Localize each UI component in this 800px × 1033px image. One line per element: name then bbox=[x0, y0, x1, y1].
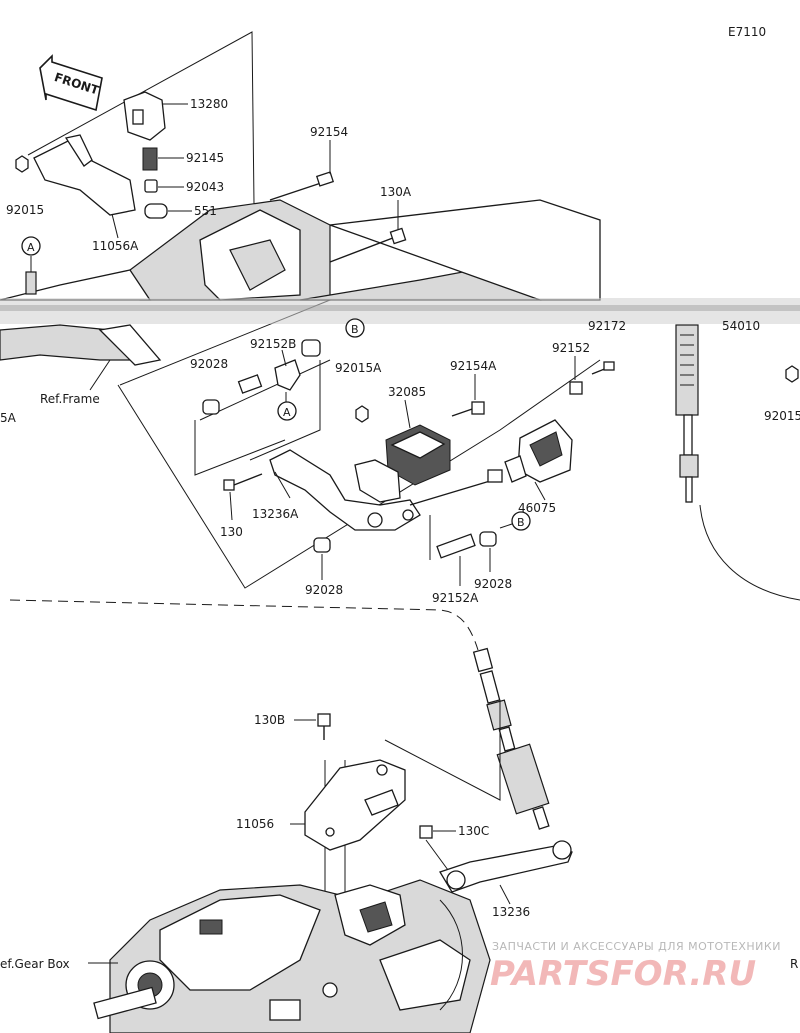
svg-text:A: A bbox=[27, 241, 35, 254]
lever-13236 bbox=[439, 840, 573, 905]
ref-frame-label: Ref.Frame bbox=[40, 392, 100, 406]
lever-13236A bbox=[269, 449, 503, 531]
label-130: 130 bbox=[220, 525, 243, 539]
box-lines-middle bbox=[194, 359, 331, 476]
svg-text:B: B bbox=[351, 323, 359, 336]
collar-92028-b bbox=[313, 537, 331, 580]
label-46075: 46075 bbox=[518, 501, 556, 515]
label-92028-a: 92028 bbox=[190, 357, 228, 371]
cover-11056A bbox=[33, 134, 136, 239]
svg-text:A: A bbox=[283, 406, 291, 419]
nut-92015-top bbox=[15, 155, 29, 173]
ref-gear-box-label: ef.Gear Box bbox=[0, 957, 70, 971]
bolt-130B bbox=[294, 713, 331, 740]
front-arrow-icon: FRONT bbox=[39, 54, 103, 112]
label-54010: 54010 bbox=[722, 319, 760, 333]
cable-lower bbox=[472, 647, 550, 830]
label-92154A: 92154A bbox=[450, 359, 497, 373]
watermark-brand: PARTSFOR.RU bbox=[490, 954, 756, 994]
ref-frame-leader bbox=[89, 359, 111, 391]
spring-92145 bbox=[142, 147, 184, 171]
nut-92015A bbox=[355, 405, 369, 423]
label-11056: 11056 bbox=[236, 817, 274, 831]
callout-A-left: A bbox=[21, 236, 41, 295]
nut-92015-right bbox=[785, 365, 799, 383]
screw-92172 bbox=[591, 361, 615, 375]
pin-92152A bbox=[429, 515, 476, 586]
part-551 bbox=[144, 203, 192, 219]
label-11056A: 11056A bbox=[92, 239, 139, 253]
callout-B-top: B bbox=[345, 318, 365, 338]
label-92015-right: 92015 bbox=[764, 409, 800, 423]
bolt-130C bbox=[419, 825, 456, 871]
collar-92028-a bbox=[202, 399, 220, 415]
bolt-130A bbox=[329, 200, 407, 263]
frame-body bbox=[0, 199, 601, 366]
label-13236A: 13236A bbox=[252, 507, 299, 521]
label-551: 551 bbox=[194, 204, 217, 218]
scan-band-line bbox=[0, 305, 800, 311]
part-13280 bbox=[123, 91, 188, 141]
label-left-cut: 5A bbox=[0, 411, 17, 425]
callout-B-right: B bbox=[499, 511, 531, 531]
label-32085: 32085 bbox=[388, 385, 426, 399]
callout-A-mid: A bbox=[277, 401, 297, 421]
diagram-code: E7110 bbox=[728, 25, 766, 39]
bolt-92154A bbox=[451, 374, 485, 417]
knob-46075 bbox=[504, 419, 573, 501]
label-92172: 92172 bbox=[588, 319, 626, 333]
label-13280: 13280 bbox=[190, 97, 228, 111]
label-92028-b: 92028 bbox=[305, 583, 343, 597]
label-92152B: 92152B bbox=[250, 337, 296, 351]
label-92154: 92154 bbox=[310, 125, 348, 139]
svg-text:B: B bbox=[517, 516, 525, 529]
label-92152A: 92152A bbox=[432, 591, 479, 605]
cable-54010 bbox=[675, 324, 800, 601]
bolt-92154 bbox=[269, 140, 335, 201]
part-92043 bbox=[144, 179, 184, 193]
damper-32085 bbox=[385, 399, 451, 486]
fitting-92152B bbox=[237, 349, 301, 402]
label-92152: 92152 bbox=[552, 341, 590, 355]
label-92145: 92145 bbox=[186, 151, 224, 165]
label-92043: 92043 bbox=[186, 180, 224, 194]
label-92015-top: 92015 bbox=[6, 203, 44, 217]
spacer-92152 bbox=[569, 356, 583, 395]
label-92028-c: 92028 bbox=[474, 577, 512, 591]
collar-92028-c bbox=[479, 531, 497, 572]
watermark-tagline: ЗАПЧАСТИ И АКСЕССУАРЫ ДЛЯ МОТОТЕХНИКИ bbox=[492, 940, 781, 953]
bracket-11056 bbox=[290, 759, 406, 851]
scan-band bbox=[0, 298, 800, 324]
label-130C: 130C bbox=[458, 824, 489, 838]
leader-13236A bbox=[274, 471, 291, 499]
section-divider bbox=[9, 599, 479, 651]
label-92015A: 92015A bbox=[335, 361, 382, 375]
label-13236: 13236 bbox=[492, 905, 530, 919]
ref-right-cut: R bbox=[790, 957, 798, 971]
collar-top bbox=[301, 339, 321, 357]
bolt-130 bbox=[223, 473, 263, 521]
label-130A: 130A bbox=[380, 185, 412, 199]
gear-box bbox=[93, 879, 491, 1033]
label-130B: 130B bbox=[254, 713, 285, 727]
